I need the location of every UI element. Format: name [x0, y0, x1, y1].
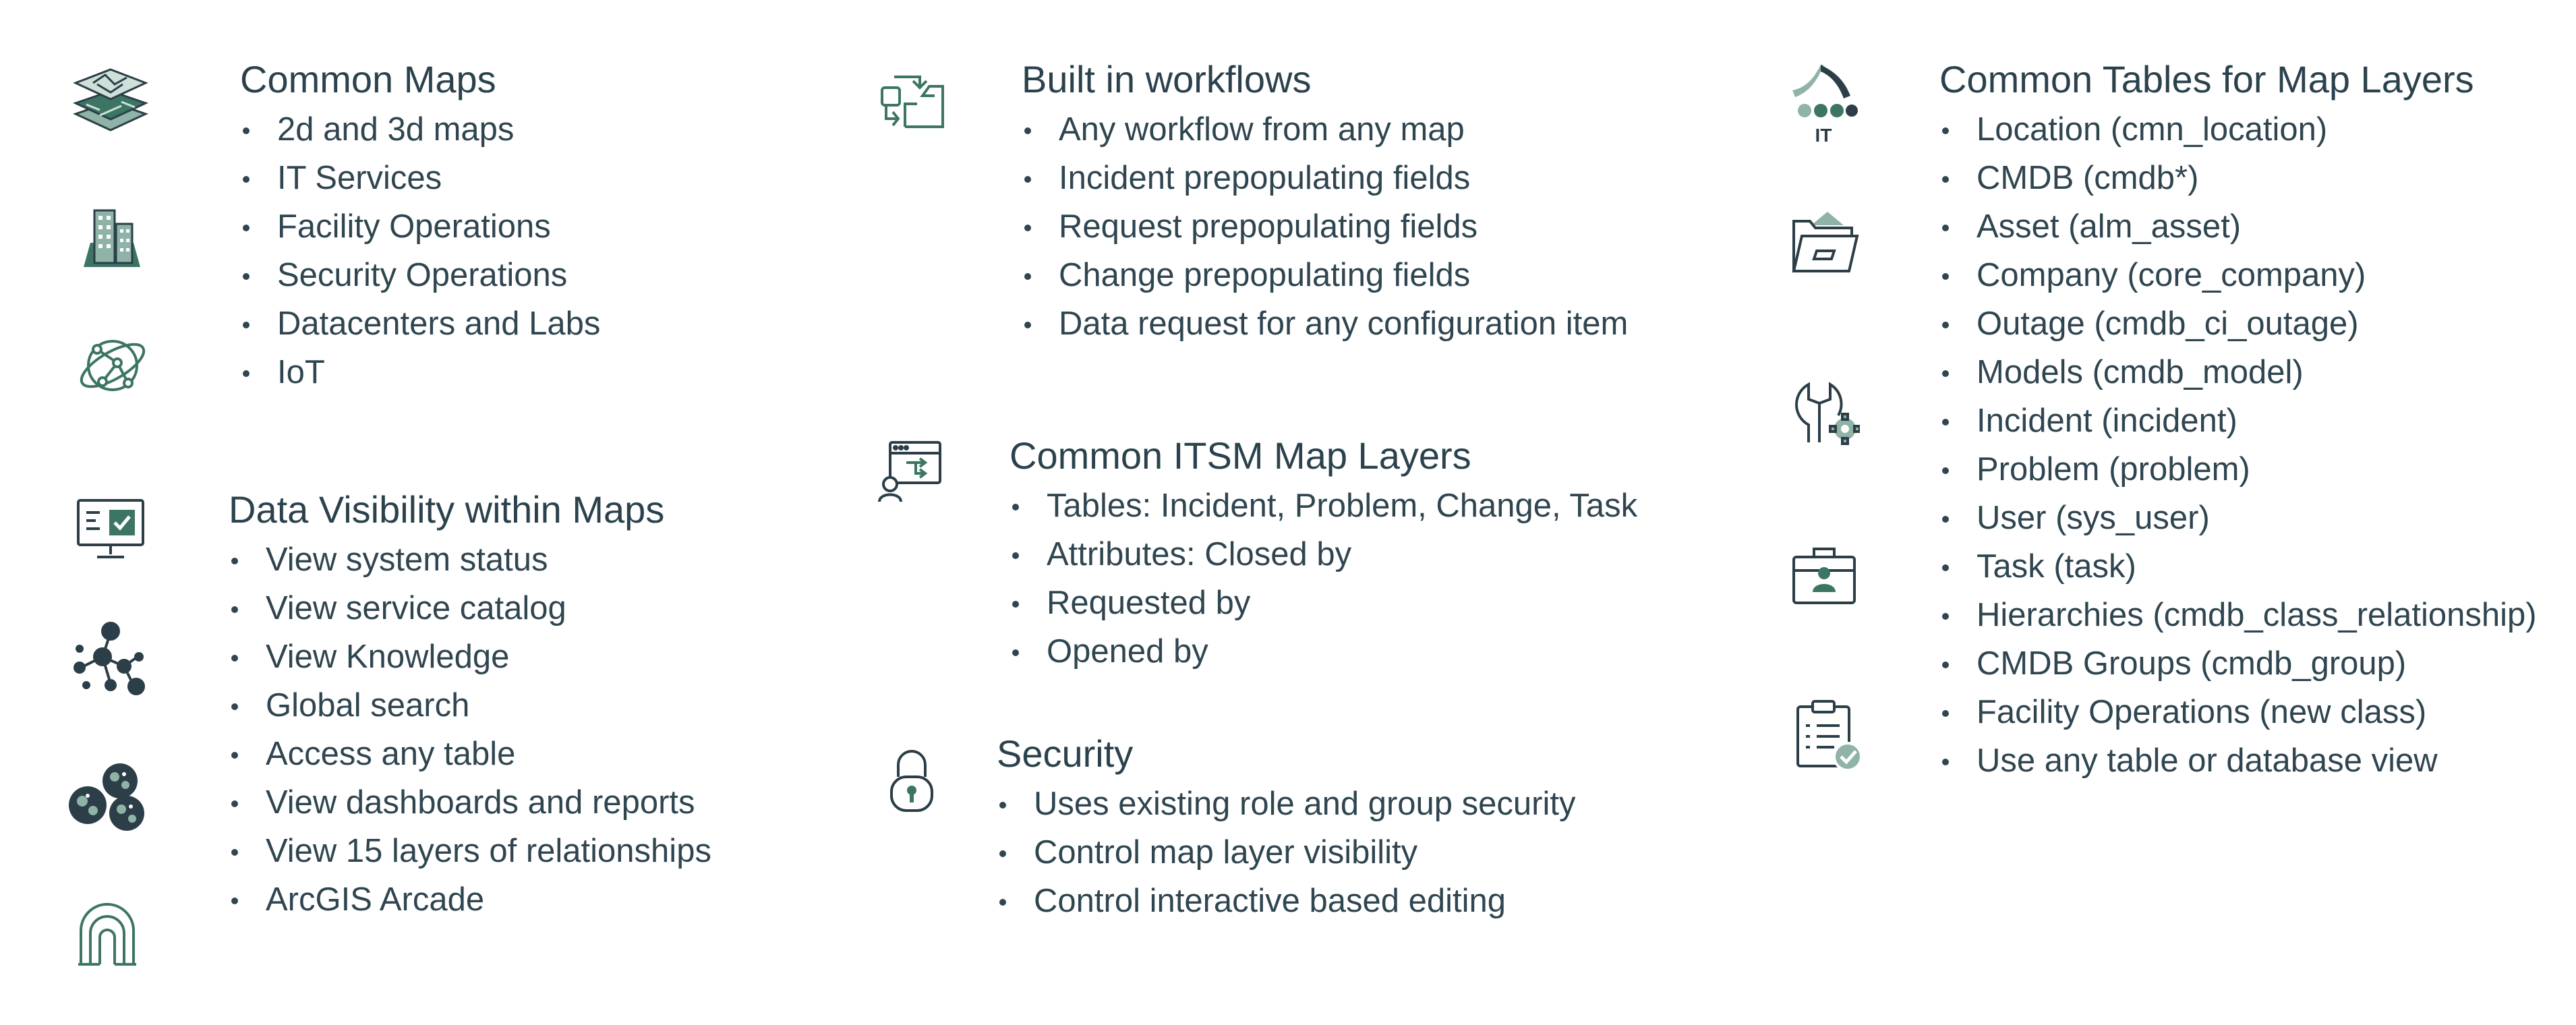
list-item: Problem (problem) [1939, 445, 2537, 494]
list-item: Location (cmn_location) [1939, 105, 2537, 154]
list-item: IoT [240, 348, 600, 397]
itsm-map-layers-list: Tables: Incident, Problem, Change, Task … [1009, 481, 1637, 676]
list-item: Models (cmdb_model) [1939, 348, 2537, 397]
wrench-gear-icon [1790, 376, 1860, 445]
common-tables-section: Common Tables for Map Layers Location (c… [1939, 54, 2537, 785]
data-visibility-title: Data Visibility within Maps [229, 488, 665, 531]
list-item: View Knowledge [229, 633, 711, 681]
list-item: Global search [229, 681, 711, 730]
common-tables-title: Common Tables for Map Layers [1939, 58, 2474, 100]
list-item: View system status [229, 535, 711, 584]
security-section: Security Uses existing role and group se… [997, 728, 1575, 925]
security-title: Security [997, 732, 1134, 775]
built-in-workflows-list: Any workflow from any map Incident prepo… [1022, 105, 1628, 348]
list-item: Control interactive based editing [997, 877, 1575, 925]
network-nodes-icon [69, 622, 148, 697]
list-item: User (sys_user) [1939, 494, 2537, 542]
list-item: Company (core_company) [1939, 251, 2537, 299]
list-item: IT Services [240, 154, 600, 202]
global-network-icon [76, 329, 150, 402]
built-in-workflows-title: Built in workflows [1022, 58, 1312, 100]
list-item: Security Operations [240, 251, 600, 299]
itsm-map-layers-title: Common ITSM Map Layers [1009, 434, 1471, 477]
list-item: Incident (incident) [1939, 397, 2537, 445]
security-list: Uses existing role and group security Co… [997, 780, 1575, 925]
city-buildings-icon [74, 202, 150, 270]
common-maps-list: 2d and 3d maps IT Services Facility Oper… [240, 105, 600, 397]
list-item: Request prepopulating fields [1022, 202, 1628, 251]
list-item: View service catalog [229, 584, 711, 633]
list-item: Asset (alm_asset) [1939, 202, 2537, 251]
list-item: Access any table [229, 730, 711, 778]
arcade-arch-icon [76, 901, 139, 966]
common-maps-section: Common Maps 2d and 3d maps IT Services F… [240, 54, 600, 397]
list-item: Requested by [1009, 579, 1637, 627]
layered-map-icon [73, 64, 148, 135]
list-item: ArcGIS Arcade [229, 875, 711, 924]
list-item: CMDB Groups (cmdb_group) [1939, 639, 2537, 688]
list-item: Any workflow from any map [1022, 105, 1628, 154]
itsm-map-layers-section: Common ITSM Map Layers Tables: Incident,… [1009, 430, 1637, 676]
user-flowchart-icon [878, 440, 944, 503]
list-item: Facility Operations [240, 202, 600, 251]
list-item: Use any table or database view [1939, 736, 2537, 785]
data-visibility-section: Data Visibility within Maps View system … [229, 484, 711, 924]
folder-upload-icon [1790, 209, 1860, 274]
list-item: Task (task) [1939, 542, 2537, 591]
list-item: 2d and 3d maps [240, 105, 600, 154]
list-item: CMDB (cmdb*) [1939, 154, 2537, 202]
workflow-arrows-icon [878, 70, 948, 138]
built-in-workflows-section: Built in workflows Any workflow from any… [1022, 54, 1628, 348]
list-item: Incident prepopulating fields [1022, 154, 1628, 202]
common-maps-title: Common Maps [240, 58, 496, 100]
list-item: Facility Operations (new class) [1939, 688, 2537, 736]
list-item: Hierarchies (cmdb_class_relationship) [1939, 591, 2537, 639]
globe-cluster-icon [67, 762, 150, 832]
data-visibility-list: View system status View service catalog … [229, 535, 711, 924]
list-item: View 15 layers of relationships [229, 827, 711, 875]
monitor-check-icon [76, 498, 146, 561]
list-item: Tables: Incident, Problem, Change, Task [1009, 481, 1637, 530]
common-tables-list: Location (cmn_location) CMDB (cmdb*) Ass… [1939, 105, 2537, 785]
list-item: Data request for any configuration item [1022, 299, 1628, 348]
briefcase-user-icon [1791, 544, 1857, 606]
it-logo-icon: IT [1786, 61, 1860, 144]
clipboard-check-icon [1794, 699, 1864, 771]
list-item: Attributes: Closed by [1009, 530, 1637, 579]
padlock-icon [889, 749, 935, 813]
list-item: Opened by [1009, 627, 1637, 676]
it-logo-text: IT [1815, 125, 1832, 144]
list-item: Datacenters and Labs [240, 299, 600, 348]
list-item: View dashboards and reports [229, 778, 711, 827]
list-item: Control map layer visibility [997, 828, 1575, 877]
list-item: Change prepopulating fields [1022, 251, 1628, 299]
list-item: Outage (cmdb_ci_outage) [1939, 299, 2537, 348]
list-item: Uses existing role and group security [997, 780, 1575, 828]
